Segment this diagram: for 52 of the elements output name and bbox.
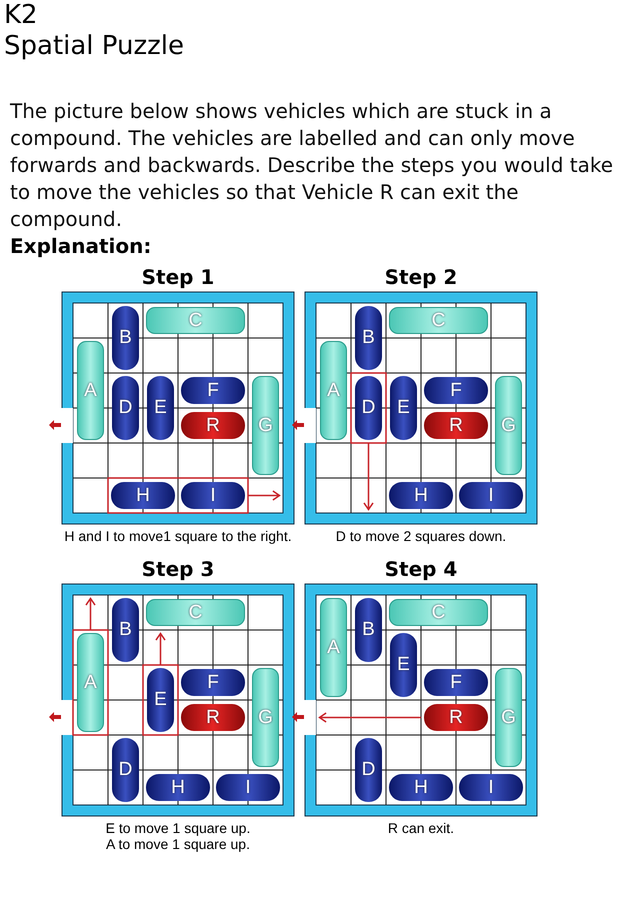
sports-car: R — [181, 704, 245, 731]
step-caption: H and I to move1 square to the right. — [63, 528, 293, 544]
car: E — [147, 668, 174, 732]
car: B — [355, 306, 382, 370]
van: C — [146, 307, 245, 334]
explanation-heading: Explanation: — [10, 234, 152, 258]
car: H — [389, 774, 453, 801]
van: A — [320, 598, 347, 697]
car: D — [112, 376, 139, 440]
car: B — [112, 306, 139, 370]
van: A — [77, 341, 104, 440]
car: F — [181, 669, 245, 696]
car: F — [424, 377, 488, 404]
van: G — [252, 376, 279, 475]
sports-car: R — [424, 412, 488, 439]
car: H — [146, 774, 210, 801]
step-heading: Step 1 — [140, 264, 216, 290]
car: I — [459, 482, 523, 509]
car: E — [390, 633, 417, 697]
car: D — [112, 738, 139, 802]
car: F — [181, 377, 245, 404]
van: A — [320, 341, 347, 440]
car: B — [112, 598, 139, 662]
page-title: Spatial Puzzle — [4, 31, 184, 61]
step-caption: E to move 1 square up. — [104, 820, 252, 836]
van: A — [77, 633, 104, 732]
puzzle-code: K2 — [4, 0, 38, 30]
car: E — [147, 376, 174, 440]
car: I — [181, 482, 245, 509]
car: D — [355, 738, 382, 802]
van: C — [389, 599, 488, 626]
van: G — [495, 376, 522, 475]
question-text: The picture below shows vehicles which are stuck in a compound. The vehicles are labelled and can only move forwards and backwards. Describe the steps you would take to move the vehicles so that Vehicle R can exit the compound. — [10, 98, 614, 233]
sports-car: R — [181, 412, 245, 439]
sports-car: R — [424, 704, 488, 731]
car: I — [216, 774, 280, 801]
van: G — [252, 668, 279, 767]
car: E — [390, 376, 417, 440]
step-caption: A to move 1 square up. — [105, 836, 251, 852]
step-heading: Step 4 — [384, 556, 458, 582]
car: H — [389, 482, 453, 509]
step-caption: R can exit. — [386, 820, 456, 836]
step-heading: Step 3 — [140, 556, 216, 582]
van: C — [146, 599, 245, 626]
van: C — [389, 307, 488, 334]
car: D — [355, 376, 382, 440]
van: G — [495, 668, 522, 767]
car: B — [355, 598, 382, 662]
car: I — [459, 774, 523, 801]
car: H — [111, 482, 175, 509]
car: F — [424, 669, 488, 696]
step-heading: Step 2 — [384, 264, 458, 290]
